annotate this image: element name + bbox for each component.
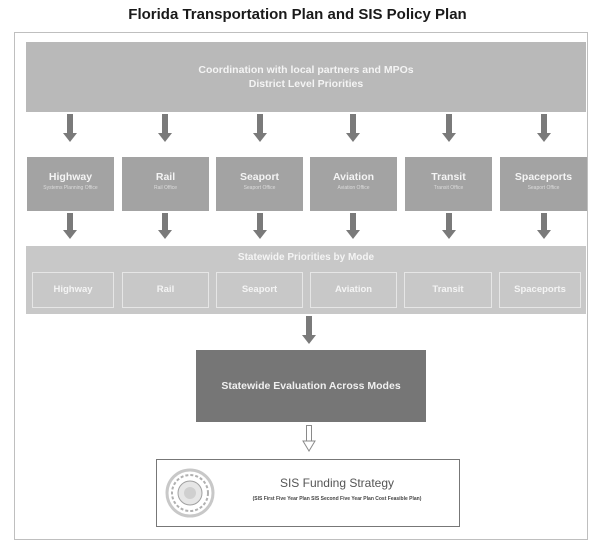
arrow-down-icon	[442, 213, 456, 241]
statewide-cell-highway: Highway	[32, 272, 114, 308]
arrow-down-icon	[253, 114, 267, 144]
mode-office: Rail Office	[154, 185, 177, 191]
arrow-down-icon	[158, 213, 172, 241]
funding-strategy-box: SIS Funding Strategy (SIS First Five Yea…	[156, 459, 460, 527]
mode-box-rail: Rail Rail Office	[122, 157, 209, 211]
coordination-band: Coordination with local partners and MPO…	[26, 42, 586, 112]
mode-box-highway: Highway Systems Planning Office	[27, 157, 114, 211]
mode-office: Seaport Office	[527, 185, 560, 191]
arrow-down-icon	[63, 213, 77, 241]
coordination-line-2: District Level Priorities	[248, 78, 364, 90]
statewide-priorities-band: Statewide Priorities by Mode Highway Rai…	[26, 246, 586, 314]
arrow-down-icon	[158, 114, 172, 144]
mode-name: Rail	[155, 171, 176, 183]
mode-box-transit: Transit Transit Office	[405, 157, 492, 211]
statewide-evaluation-box: Statewide Evaluation Across Modes	[196, 350, 426, 422]
mode-name: Seaport	[239, 171, 280, 183]
mode-office: Seaport Office	[243, 185, 276, 191]
statewide-cell-aviation: Aviation	[310, 272, 397, 308]
statewide-cell-spaceports: Spaceports	[499, 272, 581, 308]
mode-office: Systems Planning Office	[43, 185, 98, 191]
diagram-frame	[14, 32, 588, 540]
arrow-down-icon	[442, 114, 456, 144]
arrow-down-outline-icon	[302, 425, 316, 452]
coordination-line-1: Coordination with local partners and MPO…	[198, 64, 414, 76]
arrow-down-icon	[537, 114, 551, 144]
funding-subtitle: (SIS First Five Year Plan SIS Second Fiv…	[252, 496, 422, 502]
statewide-cell-transit: Transit	[404, 272, 492, 308]
mode-box-seaport: Seaport Seaport Office	[216, 157, 303, 211]
mode-name: Highway	[48, 171, 93, 183]
arrow-down-icon	[302, 316, 316, 346]
arrow-down-icon	[346, 114, 360, 144]
page-title: Florida Transportation Plan and SIS Poli…	[128, 6, 467, 23]
mode-name: Aviation	[332, 171, 375, 183]
mode-box-aviation: Aviation Aviation Office	[310, 157, 397, 211]
arrow-down-icon	[537, 213, 551, 241]
arrow-down-icon	[253, 213, 267, 241]
mode-office: Transit Office	[433, 185, 464, 191]
mode-name: Spaceports	[514, 171, 573, 183]
arrow-down-icon	[63, 114, 77, 144]
mode-name: Transit	[431, 171, 466, 183]
sis-logo-icon	[165, 468, 215, 518]
statewide-cell-seaport: Seaport	[216, 272, 303, 308]
mode-box-spaceports: Spaceports Seaport Office	[500, 157, 587, 211]
arrow-down-icon	[346, 213, 360, 241]
mode-office: Aviation Office	[337, 185, 370, 191]
statewide-cell-rail: Rail	[122, 272, 209, 308]
statewide-heading: Statewide Priorities by Mode	[237, 252, 375, 263]
funding-title: SIS Funding Strategy	[279, 476, 395, 490]
